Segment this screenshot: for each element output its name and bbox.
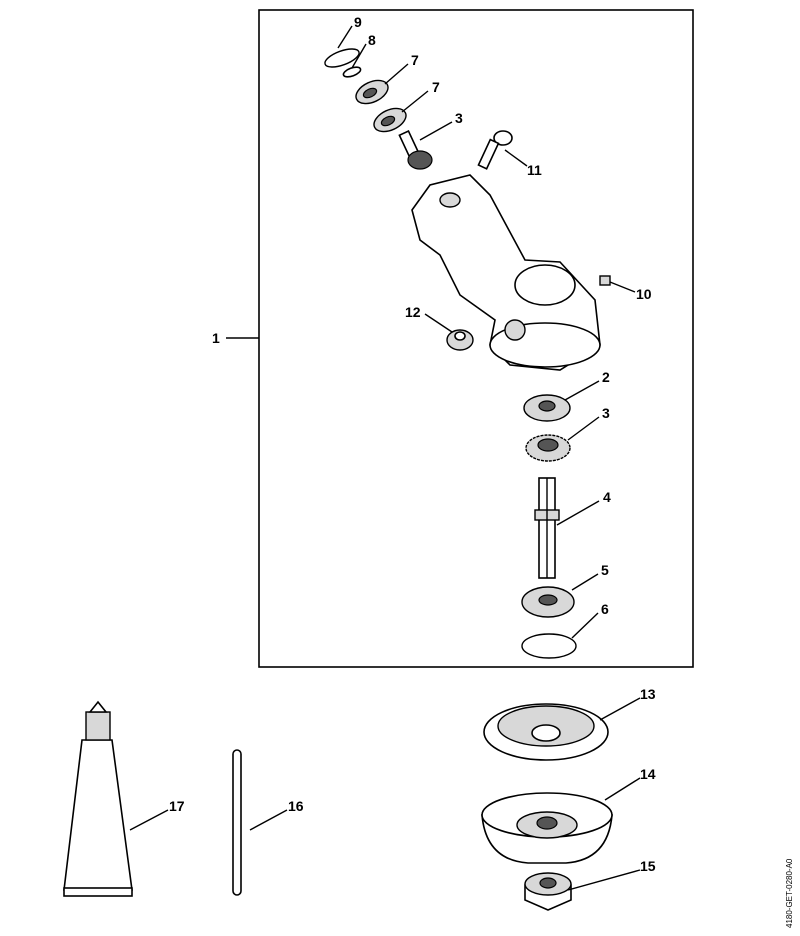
assembly-frame <box>258 9 694 668</box>
callout-2: 2 <box>602 369 610 385</box>
part-12-plug <box>446 329 474 351</box>
part-11-screw <box>477 130 513 170</box>
callout-7b: 7 <box>432 79 440 95</box>
part-3-bevel-pinion <box>398 129 433 170</box>
part-6-circlip <box>521 633 577 659</box>
callout-5: 5 <box>601 562 609 578</box>
part-3-bevel-gear <box>525 434 571 462</box>
callout-14: 14 <box>640 766 656 782</box>
part-5-bearing <box>521 586 575 618</box>
part-16-rod <box>232 749 242 896</box>
callout-3a: 3 <box>455 110 463 126</box>
callout-3b: 3 <box>602 405 610 421</box>
callout-16: 16 <box>288 798 304 814</box>
part-10-clip <box>599 275 611 286</box>
callout-17: 17 <box>169 798 185 814</box>
callout-6: 6 <box>601 601 609 617</box>
drawing-code: 4180-GET-0280-A0 <box>785 858 794 928</box>
part-2-bearing <box>523 394 571 422</box>
part-7-bearing-b <box>373 107 407 133</box>
part-15-nut <box>524 872 572 911</box>
part-9-circlip <box>324 48 360 68</box>
gear-housing <box>411 174 601 371</box>
leader-lines <box>129 25 641 891</box>
callout-8: 8 <box>368 32 376 48</box>
part-7-bearing-a <box>355 79 389 105</box>
part-17-grease-tube <box>63 700 133 897</box>
part-4-shaft <box>534 477 560 579</box>
callout-15: 15 <box>640 858 656 874</box>
part-14-ground-cup <box>481 792 613 864</box>
callout-9: 9 <box>354 14 362 30</box>
callout-7a: 7 <box>411 52 419 68</box>
callout-11: 11 <box>527 162 542 178</box>
callout-4: 4 <box>603 489 611 505</box>
part-8-washer <box>342 66 362 78</box>
part-13-thrust-plate <box>483 703 609 761</box>
callout-12: 12 <box>405 304 421 320</box>
callout-13: 13 <box>640 686 656 702</box>
callout-1: 1 <box>212 330 220 346</box>
callout-10: 10 <box>636 286 652 302</box>
